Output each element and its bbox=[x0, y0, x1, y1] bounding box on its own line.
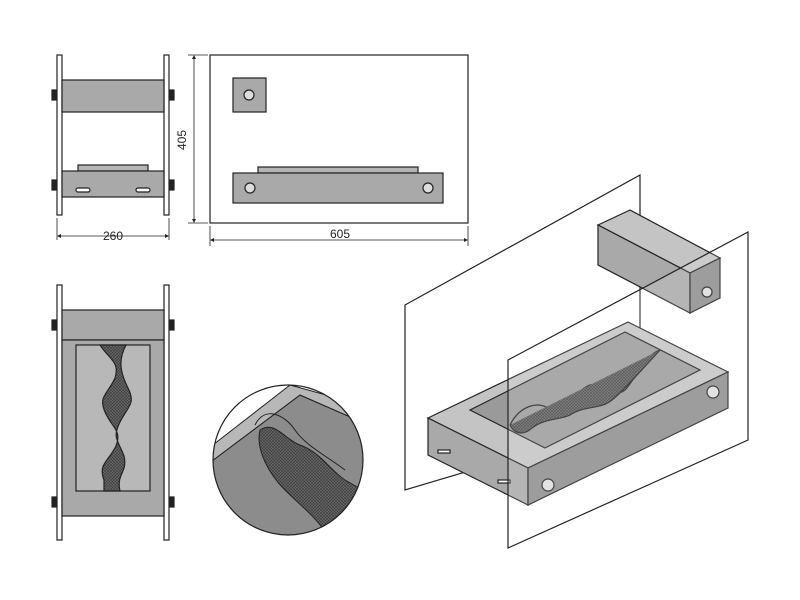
detail-circle bbox=[212, 384, 364, 536]
top-view bbox=[51, 284, 175, 541]
bolt-head bbox=[422, 182, 434, 194]
bolt bbox=[169, 179, 175, 191]
front-view bbox=[209, 54, 469, 224]
slot bbox=[135, 187, 151, 193]
dimension-width-side: 260 bbox=[56, 218, 170, 243]
dimension-label-405: 405 bbox=[175, 130, 189, 150]
side-view bbox=[51, 54, 175, 216]
top-bracket-top bbox=[61, 309, 165, 341]
top-bracket bbox=[61, 79, 165, 113]
burner-box-front bbox=[232, 172, 444, 204]
slot bbox=[75, 187, 91, 193]
glass-panel-right bbox=[163, 54, 170, 216]
dimension-height: 405 bbox=[175, 54, 208, 224]
bolt-head bbox=[244, 182, 256, 194]
burner-lip bbox=[77, 164, 149, 172]
bolt bbox=[169, 89, 175, 101]
bolt-head bbox=[243, 89, 255, 101]
glass-panel-left bbox=[56, 54, 63, 216]
bolt bbox=[51, 89, 57, 101]
burner-side bbox=[527, 371, 729, 506]
dimension-label-260: 260 bbox=[103, 229, 123, 243]
wavy-mesh bbox=[98, 344, 132, 492]
dimension-width-front: 605 bbox=[209, 226, 469, 246]
bolt bbox=[51, 179, 57, 191]
isometric-view bbox=[404, 173, 749, 549]
burner-box bbox=[61, 170, 165, 198]
front-glass bbox=[507, 231, 749, 549]
dimension-label-605: 605 bbox=[330, 227, 350, 241]
burner-lip-front bbox=[257, 166, 419, 174]
